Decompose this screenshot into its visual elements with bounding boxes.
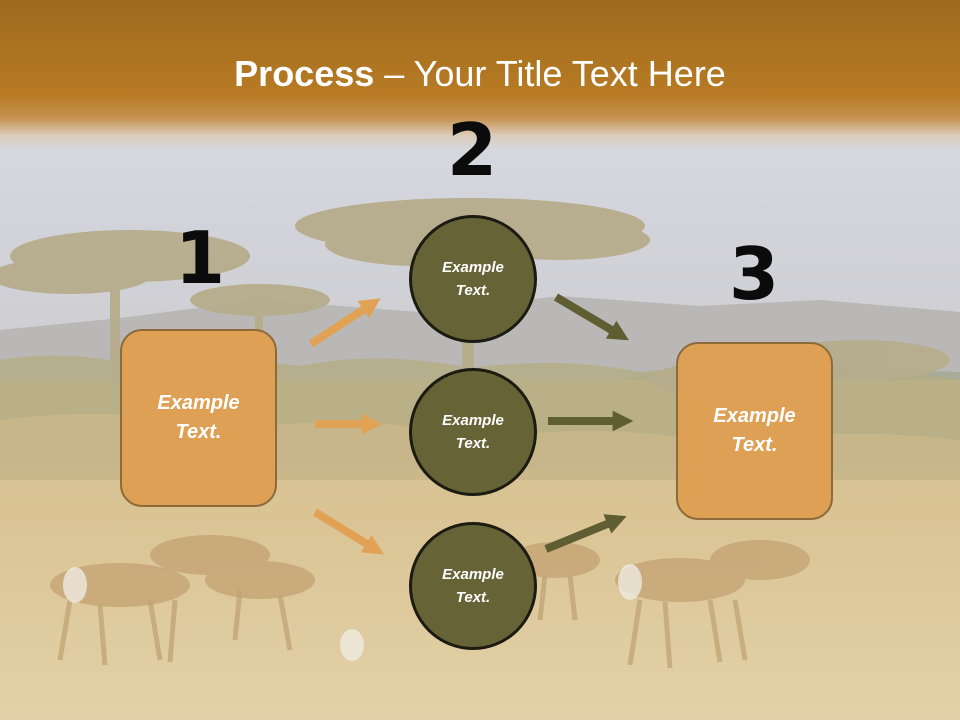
page-title: Process – Your Title Text Here bbox=[0, 52, 960, 96]
step-number-2: 2 bbox=[446, 108, 498, 192]
title-rest: – Your Title Text Here bbox=[374, 53, 726, 94]
step-2-circle-2: Example Text. bbox=[409, 368, 537, 496]
step-3-box-text: Example Text. bbox=[713, 405, 796, 456]
step-1-box: Example Text. bbox=[120, 329, 277, 507]
step-1-box-text: Example Text. bbox=[157, 392, 240, 443]
step-2-circle-3: Example Text. bbox=[409, 522, 537, 650]
step-2-circle-1: Example Text. bbox=[409, 215, 537, 343]
arrow-left-to-circle-1 bbox=[308, 298, 381, 348]
circle-2-text: Example Text. bbox=[442, 412, 504, 452]
title-strong: Process bbox=[234, 53, 375, 94]
circle-1-text: Example Text. bbox=[442, 259, 504, 299]
arrow-circle-1-to-right bbox=[553, 293, 629, 341]
step-number-3: 3 bbox=[728, 232, 780, 316]
step-3-box: Example Text. bbox=[676, 342, 833, 520]
step-number-1: 1 bbox=[174, 216, 226, 300]
arrow-left-to-circle-3 bbox=[312, 508, 384, 555]
arrow-circle-3-to-right bbox=[544, 514, 627, 553]
circle-3-text: Example Text. bbox=[442, 566, 504, 606]
title-banner bbox=[0, 0, 960, 150]
